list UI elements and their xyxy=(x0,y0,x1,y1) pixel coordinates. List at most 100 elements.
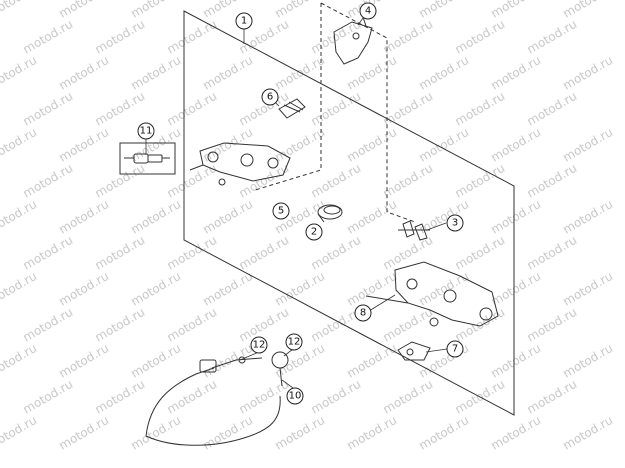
watermark-text: motod.ru xyxy=(525,305,580,345)
watermark-text: motod.ru xyxy=(345,341,400,381)
svg-text:4: 4 xyxy=(365,6,371,17)
watermark-text: motod.ru xyxy=(201,53,256,93)
watermark-text: motod.ru xyxy=(165,233,220,273)
callout-12-left: 12 xyxy=(250,336,268,354)
watermark-text: motod.ru xyxy=(561,125,616,165)
watermark-text: motod.ru xyxy=(57,197,112,237)
svg-text:5: 5 xyxy=(278,206,284,217)
watermark-text: motod.ru xyxy=(237,233,292,273)
watermark-text: motod.ru xyxy=(201,341,256,381)
watermark-text: motod.ru xyxy=(489,413,544,453)
watermark-text: motod.ru xyxy=(165,161,220,201)
watermark-text: motod.ru xyxy=(21,161,76,201)
part-2-pads xyxy=(317,204,343,223)
watermark-text: motod.ru xyxy=(453,161,508,201)
watermark-text: motod.ru xyxy=(273,125,328,165)
subgroup-outline-6 xyxy=(254,3,322,191)
watermark-text: motod.ru xyxy=(489,53,544,93)
svg-text:12: 12 xyxy=(288,337,301,348)
watermark-text: motod.ru xyxy=(345,413,400,453)
watermark-text: motod.ru xyxy=(345,197,400,237)
watermark-text: motod.ru xyxy=(93,17,148,57)
watermark-text: motod.ru xyxy=(21,17,76,57)
svg-text:11: 11 xyxy=(140,126,153,137)
part-10-brake-hose xyxy=(145,351,289,446)
watermark-text: motod.ru xyxy=(489,341,544,381)
watermark-text: motod.ru xyxy=(561,413,616,453)
watermark-text: motod.ru xyxy=(489,269,544,309)
watermark-text: motod.ru xyxy=(57,413,112,453)
watermark-text: motod.ru xyxy=(273,413,328,453)
watermark-text: motod.ru xyxy=(525,233,580,273)
watermark-text: motod.ru xyxy=(345,53,400,93)
watermark-text: motod.ru xyxy=(381,377,436,417)
callout-7: 7 xyxy=(446,340,464,358)
watermark-text: motod.ru xyxy=(381,305,436,345)
watermark-text: motod.ru xyxy=(57,269,112,309)
watermark-text: motod.ru xyxy=(21,305,76,345)
watermark-text: motod.ru xyxy=(237,377,292,417)
part-3-pins xyxy=(398,220,430,241)
watermark-text: motod.ru xyxy=(201,197,256,237)
watermark-text: motod.ru xyxy=(561,341,616,381)
watermark-text: motod.ru xyxy=(453,17,508,57)
watermark-text: motod.ru xyxy=(489,197,544,237)
part-11-box xyxy=(119,142,176,175)
watermark-text: motod.ru xyxy=(129,197,184,237)
watermark-text: motod.ru xyxy=(57,341,112,381)
watermark-text: motod.ru xyxy=(165,305,220,345)
callout-12-right: 12 xyxy=(285,333,303,351)
svg-text:6: 6 xyxy=(267,92,273,103)
watermark-text: motod.ru xyxy=(93,377,148,417)
watermark-text: motod.ru xyxy=(0,125,39,165)
svg-text:12: 12 xyxy=(253,340,266,351)
callout-6: 6 xyxy=(261,88,279,106)
watermark-text: motod.ru xyxy=(453,305,508,345)
watermark-text: motod.ru xyxy=(201,413,256,453)
part-5-caliper xyxy=(189,142,291,186)
svg-text:10: 10 xyxy=(289,391,302,402)
part-6-clip xyxy=(278,98,306,119)
watermark-text: motod.ru xyxy=(165,17,220,57)
watermark-text: motod.ru xyxy=(93,305,148,345)
watermark-text: motod.ru xyxy=(129,269,184,309)
callout-8: 8 xyxy=(354,304,372,322)
watermark-text: motod.ru xyxy=(273,0,328,21)
callout-3: 3 xyxy=(446,214,464,232)
part-11-sensor xyxy=(124,153,170,164)
callout-4: 4 xyxy=(359,2,377,20)
watermark-text: motod.ru xyxy=(453,89,508,129)
watermark-text: motod.ru xyxy=(93,89,148,129)
watermark-text: motod.ru xyxy=(0,341,39,381)
svg-text:8: 8 xyxy=(360,308,366,319)
watermark-text: motod.ru xyxy=(57,125,112,165)
watermark-text: motod.ru xyxy=(21,233,76,273)
watermark-text: motod.ru xyxy=(0,53,39,93)
watermark-text: motod.ru xyxy=(345,125,400,165)
watermark-text: motod.ru xyxy=(561,269,616,309)
watermark-text: motod.ru xyxy=(165,377,220,417)
watermark-text: motod.ru xyxy=(345,269,400,309)
part-7-bracket xyxy=(397,341,431,361)
watermark-text: motod.ru xyxy=(417,0,472,21)
watermark-text: motod.ru xyxy=(381,161,436,201)
watermark-text: motod.ru xyxy=(561,0,616,21)
watermark-text: motod.ru xyxy=(525,17,580,57)
watermark-text: motod.ru xyxy=(309,161,364,201)
watermark-text: motod.ru xyxy=(93,233,148,273)
callout-layer: 1 2 3 4 5 6 7 8 10 11 12 xyxy=(137,2,464,405)
watermark-text: motod.ru xyxy=(57,53,112,93)
watermark-text: motod.ru xyxy=(381,17,436,57)
watermark-text: motod.ru xyxy=(129,341,184,381)
watermark-text: motod.ru xyxy=(489,125,544,165)
watermark-text: motod.ru xyxy=(417,269,472,309)
watermark-text: motod.ru xyxy=(57,0,112,21)
watermark-text: motod.ru xyxy=(129,413,184,453)
watermark-text: motod.ru xyxy=(0,269,39,309)
watermark-text: motod.ru xyxy=(273,269,328,309)
watermark-text: motod.ru xyxy=(417,413,472,453)
callout-11: 11 xyxy=(137,122,155,140)
watermark-text: motod.ru xyxy=(21,377,76,417)
callout-5: 5 xyxy=(272,202,290,220)
